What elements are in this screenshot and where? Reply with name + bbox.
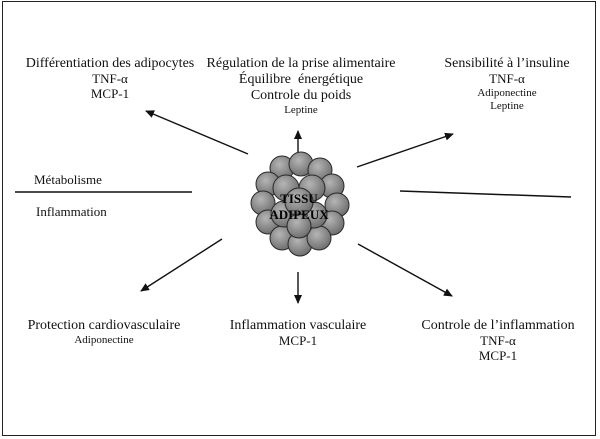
node-title: Controle de l’inflammation bbox=[421, 318, 575, 333]
arrow-to-top-right bbox=[356, 132, 454, 168]
node-adipocyte-differentiation: Différentiation des adipocytes TNF-α MCP… bbox=[0, 56, 220, 102]
metabolism-label: Métabolisme bbox=[34, 172, 102, 187]
node-inflammation-control: Controle de l’inflammation TNF-α MCP-1 bbox=[400, 318, 596, 364]
divider-line-right bbox=[399, 190, 572, 198]
arrow-to-top-left bbox=[145, 110, 249, 155]
node-item: MCP-1 bbox=[90, 86, 130, 102]
inflammation-label: Inflammation bbox=[36, 204, 107, 219]
node-item: MCP-1 bbox=[478, 348, 518, 364]
node-item: TNF-α bbox=[480, 333, 516, 349]
adipose-tissue-cluster bbox=[250, 151, 350, 257]
node-title: Protection cardiovasculaire bbox=[27, 318, 181, 333]
node-cardiovascular-protection: Protection cardiovasculaire Adiponectine bbox=[6, 318, 202, 347]
node-title: Différentiation des adipocytes bbox=[25, 56, 195, 71]
arrow-to-bottom-left bbox=[140, 238, 223, 292]
center-label-line1: TISSU bbox=[280, 191, 318, 206]
node-item: TNF-α bbox=[489, 71, 525, 87]
node-item: Adiponectine bbox=[74, 334, 134, 347]
node-item: MCP-1 bbox=[278, 333, 318, 349]
node-item: TNF-α bbox=[92, 71, 128, 87]
node-insulin-sensitivity: Sensibilité à l’insuline TNF-α Adiponect… bbox=[422, 56, 592, 112]
node-food-intake-regulation: Régulation de la prise alimentaire Équil… bbox=[206, 56, 396, 117]
node-vascular-inflammation: Inflammation vasculaire MCP-1 bbox=[212, 318, 384, 349]
node-item: Adiponectine bbox=[477, 87, 537, 100]
node-item: Leptine bbox=[284, 104, 318, 117]
node-line: Controle du poids bbox=[250, 88, 352, 104]
node-title: Régulation de la prise alimentaire bbox=[206, 56, 396, 71]
center-label-line2: ADIPEUX bbox=[269, 207, 329, 222]
node-title: Sensibilité à l’insuline bbox=[444, 56, 570, 71]
arrow-to-bottom-right bbox=[357, 243, 453, 297]
node-title: Inflammation vasculaire bbox=[229, 318, 367, 333]
node-item: Leptine bbox=[490, 99, 524, 112]
node-line: Équilibre énergétique bbox=[238, 72, 364, 88]
